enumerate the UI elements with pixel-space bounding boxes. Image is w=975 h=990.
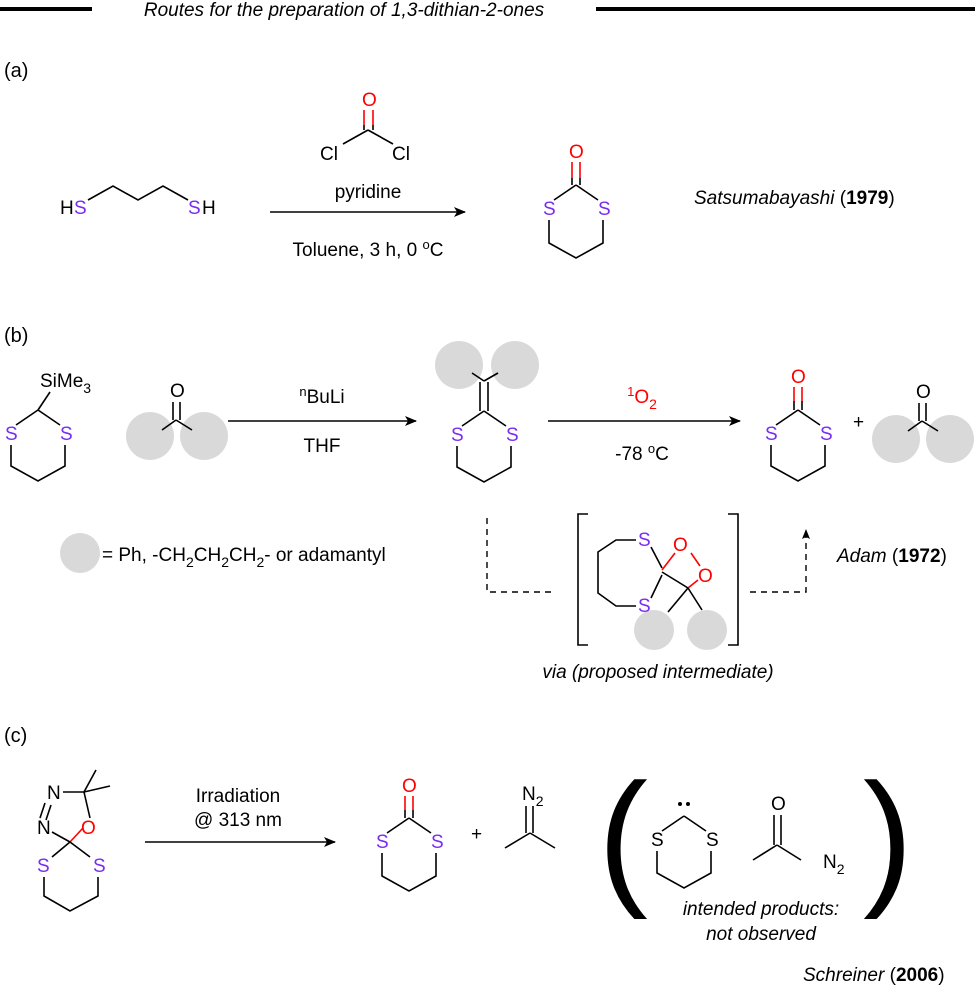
title-text: Routes for the preparation of 1,3-dithia… <box>144 0 545 21</box>
ketone-o: O <box>916 382 931 403</box>
panel-b: (b) SiMe3 S S + O nBuLi THF <box>4 325 974 683</box>
acetone-o: O <box>771 794 786 815</box>
panel-a-label: (a) <box>4 60 28 82</box>
thiol-s-right: S <box>188 198 201 219</box>
ring-s-left: S <box>5 424 18 445</box>
reagent-singlet-oxygen: 1O2 <box>627 384 657 412</box>
ring-s-right: S <box>60 424 73 445</box>
carbonyl-o: O <box>402 776 417 797</box>
phosgene-cl-right: Cl <box>392 144 410 165</box>
ring-s-bottom: S <box>638 596 651 617</box>
temperature-b: -78 oC <box>615 441 669 465</box>
phosgene-cl-left: Cl <box>320 144 338 165</box>
carbonyl-o: O <box>569 142 584 163</box>
ring-s-left: S <box>651 830 664 851</box>
substituent-placeholder <box>687 610 727 650</box>
ring-o: O <box>81 818 96 839</box>
substituent-placeholder <box>872 415 920 463</box>
substituent-placeholder <box>126 412 174 460</box>
ring-s-right: S <box>506 425 519 446</box>
substituent-placeholder <box>491 341 539 389</box>
attribution-a: Satsumabayashi (1979) <box>694 188 895 209</box>
ketone-reactant: O <box>126 381 228 460</box>
ketene-dithioacetal: S S <box>435 341 539 483</box>
ring-n-bottom: N <box>37 818 51 839</box>
dithianone-product-a: O S S <box>543 142 611 259</box>
ring-s-left: S <box>376 832 389 853</box>
legend-placeholder <box>60 533 100 573</box>
phosgene-molecule: O Cl Cl <box>320 90 410 165</box>
thiol-h-right: H <box>202 198 216 219</box>
peroxide-o1: O <box>673 535 688 556</box>
substituent-placeholder <box>180 412 228 460</box>
ring-s-top: S <box>638 530 651 551</box>
reagent-pyridine: pyridine <box>335 182 402 203</box>
dioxetane-intermediate: S S O O <box>597 530 727 650</box>
dashed-path-out <box>750 529 810 593</box>
ring-s-right: S <box>93 856 106 877</box>
note-line1: intended products: <box>683 899 839 920</box>
ring-n-top: N <box>47 783 61 804</box>
substituent-legend: = Ph, -CH2CH2CH2- or adamantyl <box>60 533 386 573</box>
reagent-wavelength: @ 313 nm <box>194 810 282 831</box>
diazopropane: N2 <box>504 784 556 849</box>
paren-right: ) <box>863 752 913 920</box>
ring-s-right: S <box>706 830 719 851</box>
carbonyl-o: O <box>791 367 806 388</box>
note-line2: not observed <box>706 924 817 945</box>
attribution-b: Adam (1972) <box>836 546 947 567</box>
dithianone-product-b: O S S <box>765 367 833 482</box>
legend-text: = Ph, -CH2CH2CH2- or adamantyl <box>102 545 386 570</box>
ring-s-right: S <box>431 832 444 853</box>
ring-s-left: S <box>765 424 778 445</box>
oxadiazoline-spirodithiane: N N O S S <box>37 769 111 912</box>
ring-s-left: S <box>37 856 50 877</box>
panel-c-label: (c) <box>4 725 27 747</box>
panel-a: (a) H S S H O Cl Cl pyridine Toluene, 3 … <box>4 60 895 261</box>
diazo-n2: N2 <box>522 784 544 809</box>
thiol-h-left: H <box>60 198 74 219</box>
conditions-a: Toluene, 3 h, 0 oC <box>293 237 444 261</box>
panel-b-label: (b) <box>4 325 28 347</box>
ring-s-right: S <box>598 199 611 220</box>
ring-s-left: S <box>451 425 464 446</box>
dashed-path-in <box>486 518 556 593</box>
substituent-placeholder <box>634 610 674 650</box>
ketone-o: O <box>170 381 185 402</box>
ring-s-right: S <box>820 424 833 445</box>
bracket-left <box>577 513 588 646</box>
scheme-title: Routes for the preparation of 1,3-dithia… <box>0 0 975 21</box>
plus-sign-c: + <box>471 824 482 845</box>
attribution-c: Schreiner (2006) <box>803 965 945 986</box>
acetone: O <box>752 794 802 861</box>
propanedithiol-molecule: H S S H <box>60 185 216 219</box>
ketone-byproduct: O <box>872 382 974 463</box>
reagent-irradiation: Irradiation <box>196 786 281 807</box>
thiol-s-left: S <box>74 198 87 219</box>
tms-dithiane-molecule: SiMe3 S S <box>5 371 91 482</box>
nitrogen-gas: N2 <box>823 852 845 877</box>
dithianone-product-c: O S S <box>376 776 444 892</box>
via-caption: via (proposed intermediate) <box>542 662 773 683</box>
panel-c: (c) N N O S S Irradiation @ 313 nm O <box>4 725 945 986</box>
peroxide-o2: O <box>698 566 713 587</box>
phosgene-o: O <box>362 90 377 111</box>
solvent-thf: THF <box>304 436 341 457</box>
carbene-dithiane: S S <box>651 802 719 889</box>
substituent-placeholder <box>926 415 974 463</box>
ring-s-left: S <box>543 199 556 220</box>
substituent-placeholder <box>435 341 483 389</box>
plus-sign-b2: + <box>853 412 864 433</box>
reagent-buli: nBuLi <box>299 384 344 408</box>
silyl-group: SiMe3 <box>40 371 91 396</box>
paren-left: ( <box>598 752 648 920</box>
bracket-right <box>728 513 739 646</box>
